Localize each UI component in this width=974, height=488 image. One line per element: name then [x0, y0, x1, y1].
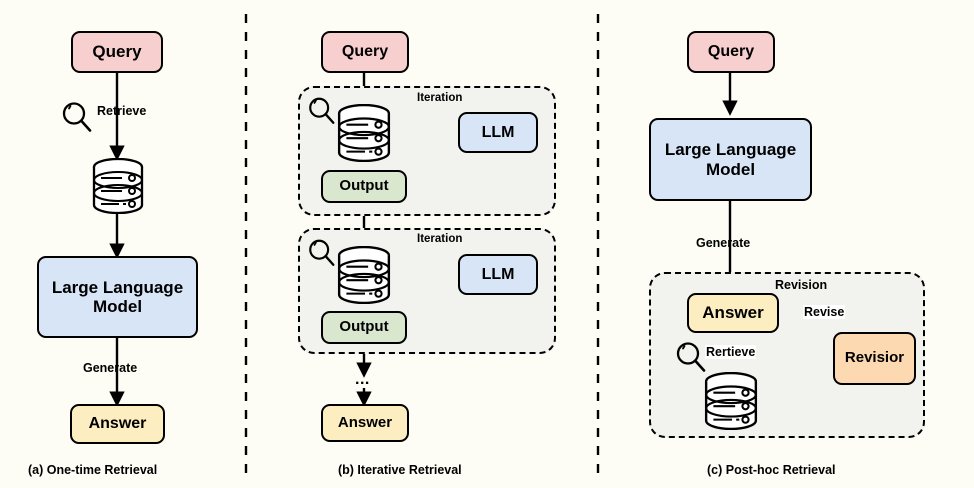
panel-b-llm-node-1[interactable]: LLM [458, 112, 538, 153]
panel-c-retrieve-label: Rertieve [705, 345, 757, 359]
panel-c-llm-node[interactable]: Large Language Model [649, 118, 812, 201]
panel-c-query-node[interactable]: Query [687, 31, 775, 73]
panel-b-answer-node[interactable]: Answer [321, 404, 409, 442]
panel-b-output-label-1: Output [339, 177, 389, 195]
panel-a-retrieve-label: Retrieve [97, 104, 147, 118]
panel-b-search-icon-1 [309, 97, 335, 124]
panel-b-database-icon-1 [337, 104, 391, 162]
panel-c-database-icon [704, 372, 758, 430]
panel-b-output-label-2: Output [339, 318, 389, 336]
panel-a-answer-label: Answer [88, 415, 147, 433]
panel-c-answer-node[interactable]: Answer [687, 293, 779, 333]
panel-b-ellipsis: ... [355, 371, 370, 388]
panel-b-iteration-label-1: Iteration [417, 92, 463, 104]
panel-c-query-label: Query [707, 43, 755, 61]
panel-c-search-icon [676, 342, 706, 372]
panel-c-revision-label: Revision [775, 278, 828, 292]
panel-a-query-node[interactable]: Query [71, 31, 163, 73]
panel-b-output-node-2[interactable]: Output [321, 311, 407, 344]
panel-c-llm-label: Large Language Model [664, 140, 797, 179]
panel-b-search-icon-2 [309, 239, 335, 266]
panel-b-caption: (b) Iterative Retrieval [338, 463, 462, 477]
panel-a-llm-label: Large Language Model [51, 277, 184, 316]
panel-a-answer-node[interactable]: Answer [70, 404, 165, 444]
panel-c-revise-label: Revise [803, 305, 846, 319]
panel-a-generate-label: Generate [83, 361, 138, 375]
panel-a-search-icon [62, 102, 92, 132]
panel-a-caption: (a) One-time Retrieval [28, 463, 158, 477]
panel-a-llm-node[interactable]: Large Language Model [37, 256, 198, 338]
panel-c-revisor-label: Revisior [844, 349, 905, 367]
panel-c-generate-label: Generate [696, 236, 751, 250]
panel-b-query-node[interactable]: Query [321, 31, 409, 73]
panel-c-answer-label: Answer [702, 303, 764, 323]
panel-b-answer-label: Answer [337, 413, 393, 431]
panel-c-revisor-node[interactable]: Revisior [833, 332, 916, 385]
panel-b-llm-label-2: LLM [481, 265, 515, 283]
panel-b-iteration-label-2: Iteration [417, 233, 463, 245]
panel-c-caption: (c) Post-hoc Retrieval [707, 463, 836, 477]
panel-a-database-icon [92, 158, 144, 214]
panel-b-llm-node-2[interactable]: LLM [458, 254, 538, 295]
panel-b-output-node-1[interactable]: Output [321, 170, 407, 203]
panel-b-database-icon-2 [337, 246, 391, 304]
panel-b-query-label: Query [341, 43, 389, 61]
panel-b-llm-label-1: LLM [481, 123, 515, 141]
panel-a-query-label: Query [92, 42, 142, 62]
